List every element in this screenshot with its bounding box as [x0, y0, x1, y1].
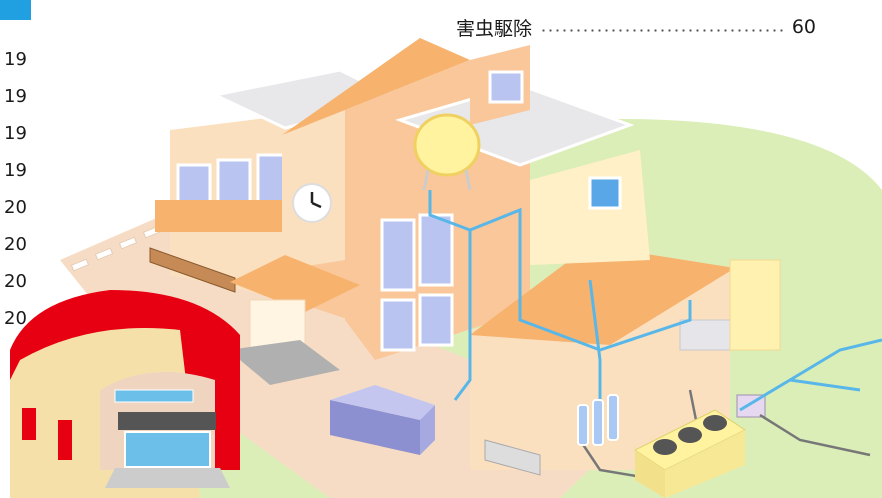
toc-dot-leader [540, 28, 784, 32]
side-shed [729, 259, 781, 351]
kitchen-counter [679, 319, 736, 351]
section-tab-marker [0, 0, 31, 20]
right-wing-roof [470, 245, 735, 345]
toc-entry-page-number: 60 [791, 16, 816, 38]
margin-page-number: 20 [4, 308, 27, 329]
equipment-box-side [420, 405, 435, 455]
margin-page-number: 20 [4, 234, 27, 255]
margin-page-number: 19 [4, 86, 27, 107]
flower-planter [149, 247, 236, 293]
clock-tower-top [282, 38, 470, 135]
margin-page-number: 19 [4, 49, 27, 70]
entrance-canopy [230, 255, 360, 312]
clock-icon [292, 183, 332, 223]
center-windows [380, 213, 454, 352]
left-balcony [155, 200, 295, 232]
margin-page-number: 20 [4, 271, 27, 292]
equipment-box-top [330, 385, 435, 420]
meter-panel [484, 439, 541, 476]
toc-entry-pest-control[interactable]: 害虫駆除 60 [456, 14, 816, 40]
stairwell-window [488, 70, 524, 104]
margin-page-number: 20 [4, 197, 27, 218]
margin-page-number: 19 [4, 123, 27, 144]
right-upper-window [588, 176, 622, 210]
entrance-steps [228, 340, 340, 385]
septic-tank [634, 409, 746, 498]
margin-page-number: 19 [4, 160, 27, 181]
water-tank-icon [413, 113, 481, 191]
water-heater-cylinders [577, 394, 619, 446]
storage-barn-icon [10, 290, 240, 498]
toc-entry-label: 害虫駆除 [456, 17, 533, 40]
margin-page-number-list: 19 19 19 19 20 20 20 20 [4, 48, 27, 344]
equipment-box-front [330, 400, 420, 455]
